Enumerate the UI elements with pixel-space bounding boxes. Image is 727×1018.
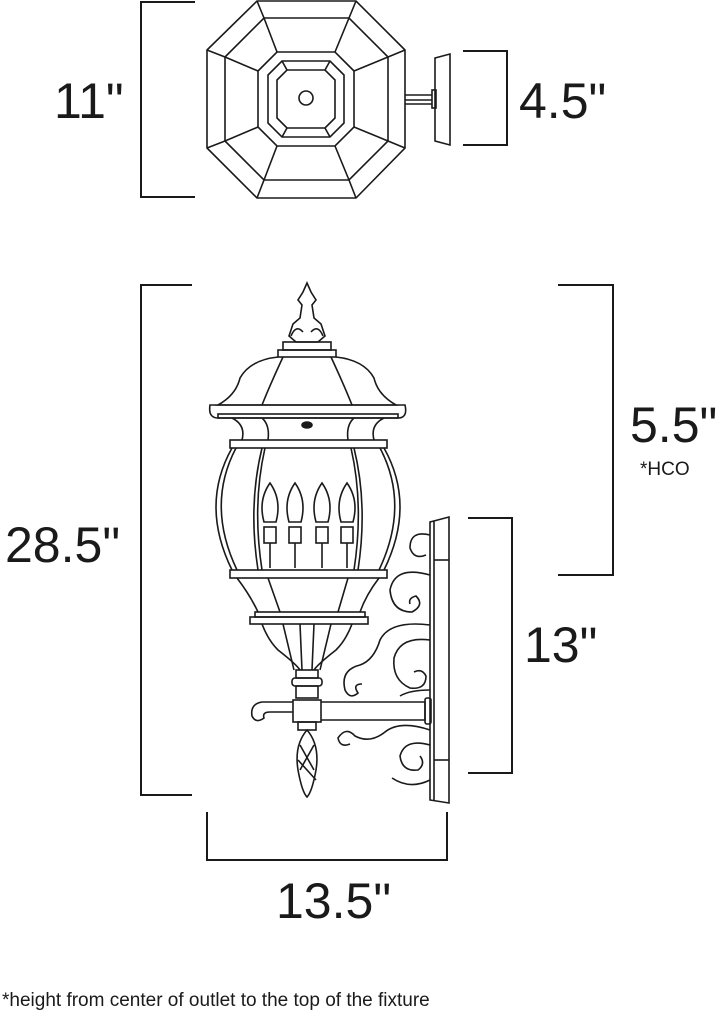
candles [261, 481, 356, 568]
bracket-28-5in [140, 284, 192, 796]
bracket-5-5in [558, 284, 614, 576]
dimension-hco: 5.5" [630, 397, 718, 453]
lantern-front-view [208, 281, 450, 804]
footnote: *height from center of outlet to the top… [2, 990, 430, 1011]
hco-note: *HCO [640, 459, 690, 480]
dimension-height: 28.5" [5, 517, 121, 573]
bracket-13in [468, 517, 513, 774]
bracket-13-5in [206, 812, 448, 861]
dimension-depth: 4.5" [519, 73, 607, 129]
dimension-width-top: 11" [54, 73, 124, 129]
bracket-11in [140, 1, 195, 198]
bracket-4-5in [463, 50, 508, 146]
top-view [206, 0, 451, 199]
dimension-backplate: 13" [524, 617, 598, 673]
scrollwork [337, 533, 431, 786]
dimension-brackets [140, 1, 614, 861]
dimension-width-front: 13.5" [276, 873, 392, 929]
